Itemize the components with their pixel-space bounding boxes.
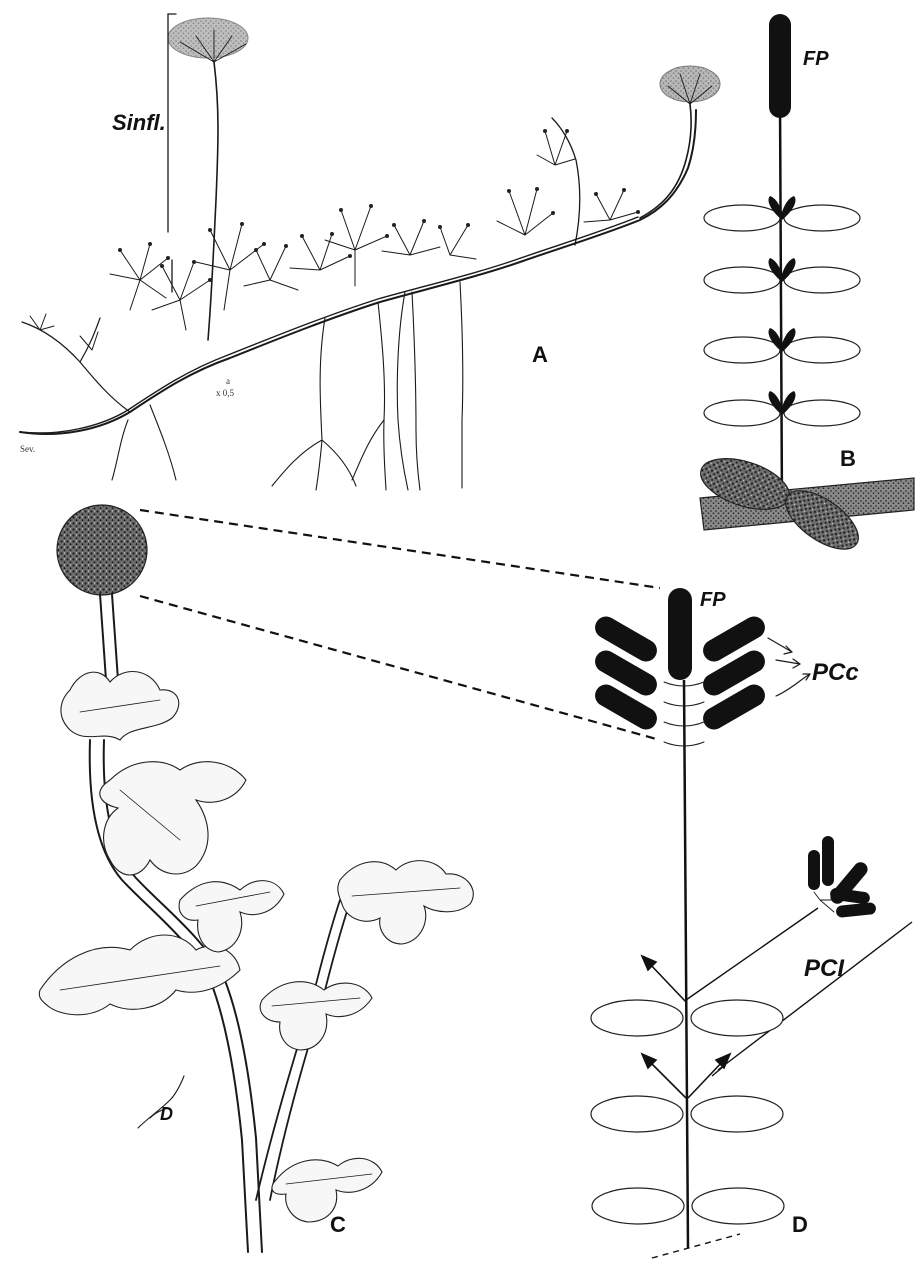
panel-c-illustration [39, 505, 473, 1252]
pcc-arrows [768, 638, 810, 696]
fp-label-b: FP [803, 48, 829, 70]
foliage-texture [118, 129, 640, 282]
corner-note: Sev. [20, 444, 35, 454]
pci-label: PCI [804, 955, 845, 982]
basal-rosette [694, 449, 914, 561]
pci-structure [686, 836, 912, 1076]
leaf-c-mid-right [179, 881, 284, 952]
panel-b-letter: B [840, 446, 856, 471]
umbel-1 [168, 18, 248, 62]
leaf-c-upper-branch [100, 762, 246, 875]
panel-a-illustration [20, 14, 720, 490]
pcc-label: PCc [812, 659, 859, 686]
sinfl-label: Sinfl. [112, 110, 166, 135]
panel-d-diagram [591, 588, 912, 1258]
leaf-c-branch-lower [260, 982, 372, 1050]
flower-head [57, 505, 147, 595]
zoom-lines [140, 510, 660, 740]
leaf-c-branch-upper [338, 861, 473, 944]
leaf-c-bottom [272, 1158, 382, 1222]
umbel-2 [660, 66, 720, 104]
axis-d [684, 680, 688, 1248]
sinfl-bracket [168, 14, 176, 292]
panel-a-letter: A [532, 342, 548, 367]
fp-bar-d [668, 588, 692, 680]
detail-letter-c: D [160, 1104, 173, 1124]
panel-c-letter: C [330, 1212, 346, 1237]
fp-label-d: FP [700, 589, 726, 611]
leaf-pair-1 [704, 196, 860, 231]
scale-mark-top: a [226, 376, 230, 386]
base-dashed [652, 1234, 740, 1258]
flowering-stem-1 [208, 62, 218, 340]
panel-d-letter: D [792, 1212, 808, 1237]
fp-bar-b [769, 14, 791, 118]
runner-stem [20, 110, 696, 434]
panel-b-diagram [694, 14, 914, 560]
scale-mark-bottom: x 0,5 [216, 388, 235, 398]
axis-b [780, 100, 782, 510]
